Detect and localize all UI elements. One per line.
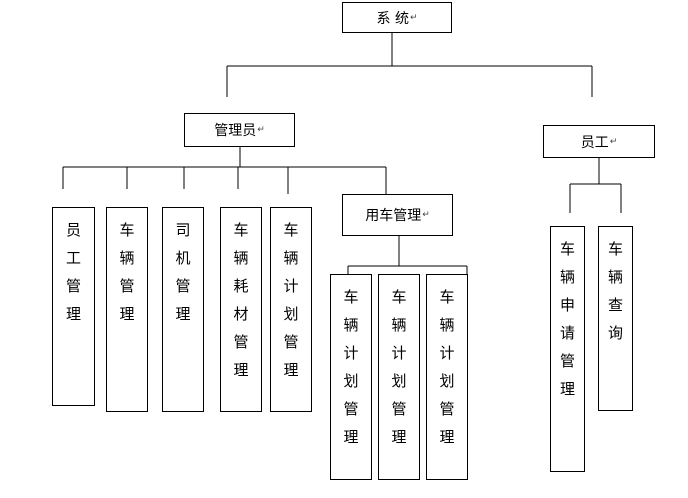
- admin-node-label: 管理员: [214, 123, 257, 139]
- staff-node: 员工↵: [543, 125, 655, 158]
- plan-mgmt-node: 车辆计划管理 ↵: [270, 207, 312, 412]
- paragraph-mark: ↵: [609, 136, 618, 147]
- use-plan-node-1: 车辆计划管理 ↵: [330, 274, 372, 480]
- vehicle-use-node: 用车管理↵: [342, 194, 453, 236]
- use-plan-label-3: 车辆计划管理: [439, 288, 455, 446]
- apply-mgmt-node: 车辆申请管理 ↵: [550, 226, 585, 472]
- paragraph-mark: ↵: [285, 366, 293, 376]
- root-node: 系 统↵: [342, 2, 452, 33]
- use-plan-label-2: 车辆计划管理: [391, 288, 407, 446]
- paragraph-mark: ↵: [441, 433, 449, 443]
- paragraph-mark: ↵: [177, 310, 185, 320]
- paragraph-mark: ↵: [565, 385, 573, 395]
- query-node: 车辆查询 ↵: [598, 226, 633, 411]
- paragraph-mark: ↵: [235, 366, 243, 376]
- vehicle-use-label: 用车管理: [365, 208, 422, 224]
- driver-mgmt-node: 司机管理 ↵: [162, 207, 204, 412]
- use-plan-node-2: 车辆计划管理 ↵: [378, 274, 420, 480]
- paragraph-mark: ↵: [393, 433, 401, 443]
- consumable-mgmt-label: 车辆耗材管理: [233, 221, 249, 379]
- use-plan-node-3: 车辆计划管理 ↵: [426, 274, 468, 480]
- vehicle-mgmt-node: 车辆管理 ↵: [106, 207, 148, 412]
- driver-mgmt-label: 司机管理: [175, 221, 191, 323]
- query-label: 车辆查询: [607, 240, 623, 342]
- paragraph-mark: ↵: [409, 12, 418, 23]
- plan-mgmt-label: 车辆计划管理: [283, 221, 299, 379]
- paragraph-mark: ↵: [257, 125, 265, 135]
- paragraph-mark: ↵: [613, 329, 621, 339]
- paragraph-mark: ↵: [345, 433, 353, 443]
- admin-node: 管理员↵: [184, 113, 295, 147]
- apply-mgmt-label: 车辆申请管理: [559, 240, 575, 398]
- consumable-mgmt-node: 车辆耗材管理 ↵: [220, 207, 262, 412]
- paragraph-mark: ↵: [67, 310, 75, 320]
- staff-node-label: 员工: [580, 134, 609, 151]
- paragraph-mark: ↵: [422, 210, 430, 220]
- staff-mgmt-node: 员工管理 ↵: [52, 207, 95, 406]
- staff-mgmt-label: 员工管理: [65, 221, 81, 323]
- vehicle-mgmt-label: 车辆管理: [119, 221, 135, 323]
- paragraph-mark: ↵: [121, 310, 129, 320]
- root-node-label: 系 统: [376, 10, 409, 27]
- use-plan-label-1: 车辆计划管理: [343, 288, 359, 446]
